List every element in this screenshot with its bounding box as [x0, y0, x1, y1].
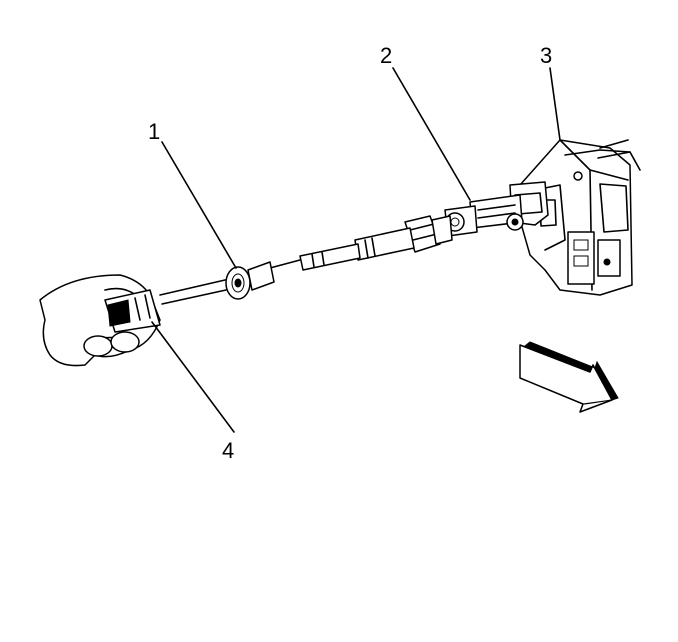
front-direction-arrow-icon — [519, 341, 619, 413]
transmission-housing — [519, 139, 641, 296]
cable-grommet — [159, 261, 275, 305]
callout-2: 2 — [380, 43, 393, 68]
callout-4: 4 — [222, 438, 235, 463]
leader-lines — [151, 67, 561, 433]
shift-cable — [269, 227, 415, 271]
callout-3: 3 — [540, 43, 553, 68]
hand-with-tool — [39, 274, 161, 367]
callout-1: 1 — [148, 119, 161, 144]
